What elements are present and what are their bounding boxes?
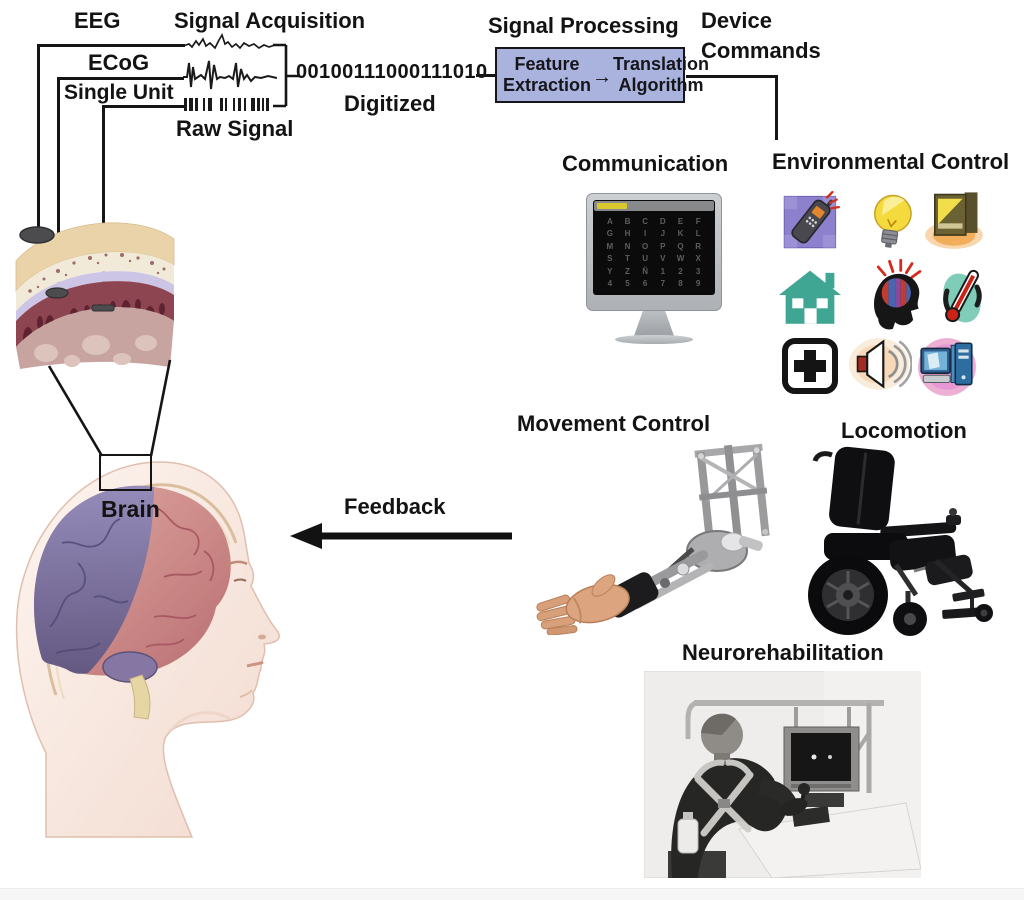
phone-icon bbox=[783, 190, 840, 249]
ecog-electrode bbox=[45, 287, 69, 299]
speller-letter: 3 bbox=[695, 266, 701, 276]
signal-processing-label: Signal Processing bbox=[488, 13, 679, 38]
raw-signal-label: Raw Signal bbox=[176, 116, 294, 141]
house-icon bbox=[779, 270, 841, 324]
speller-letter: I bbox=[644, 229, 647, 239]
speller-letter: T bbox=[625, 254, 630, 264]
monitor-stand bbox=[634, 311, 674, 336]
speller-letter: W bbox=[676, 254, 685, 264]
ecog-waveform bbox=[183, 60, 277, 90]
speller-letter: J bbox=[660, 229, 666, 239]
thermometer-icon bbox=[943, 269, 982, 323]
speller-letter: G bbox=[606, 229, 613, 239]
monitor-base bbox=[615, 335, 693, 344]
prosthetic-arm-image bbox=[536, 443, 770, 635]
head-brain-icon bbox=[873, 258, 922, 330]
ecog-wire-vertical bbox=[57, 77, 60, 290]
environmental-control-label: Environmental Control bbox=[772, 149, 1010, 174]
ecog-label: ECoG bbox=[88, 50, 150, 75]
single-unit-wire-vertical bbox=[102, 105, 105, 307]
neurorehabilitation-label: Neurorehabilitation bbox=[682, 640, 884, 665]
communication-label: Communication bbox=[562, 151, 729, 176]
locomotion-label: Locomotion bbox=[841, 418, 967, 443]
speaker-icon bbox=[849, 338, 912, 390]
speller-letter: 8 bbox=[678, 279, 683, 289]
eeg-wire-vertical bbox=[37, 44, 40, 233]
brain-label: Brain bbox=[101, 496, 160, 522]
speller-letter: Ñ bbox=[642, 266, 649, 276]
speller-letter: 9 bbox=[695, 279, 701, 289]
traces-bracket bbox=[273, 43, 299, 108]
ecog-wire-horizontal bbox=[57, 77, 184, 80]
speller-letter: 2 bbox=[678, 266, 683, 276]
speller-letter: F bbox=[695, 216, 701, 226]
single-unit-wire-horizontal bbox=[102, 105, 184, 108]
speller-status-bar bbox=[594, 201, 714, 211]
speller-letter: K bbox=[677, 229, 684, 239]
digitized-bits: 00100111000111010 bbox=[296, 61, 488, 83]
feedback-label: Feedback bbox=[344, 494, 446, 519]
eeg-electrode bbox=[19, 226, 55, 244]
speller-letter: M bbox=[606, 241, 614, 251]
box-output-vertical bbox=[775, 75, 778, 140]
speller-letter: P bbox=[660, 241, 666, 251]
speller-letter: C bbox=[642, 216, 649, 226]
single-unit-electrode bbox=[91, 304, 115, 312]
speller-letter: 4 bbox=[607, 279, 613, 289]
digitized-label: Digitized bbox=[344, 91, 436, 116]
speller-letter: 7 bbox=[660, 279, 666, 289]
wheelchair-image bbox=[808, 446, 993, 636]
speller-letter: R bbox=[695, 241, 702, 251]
signal-acquisition-label: Signal Acquisition bbox=[174, 8, 366, 33]
head-profile-illustration bbox=[15, 461, 280, 838]
movement-control-label: Movement Control bbox=[517, 411, 711, 436]
tv-light-icon bbox=[925, 192, 983, 249]
speller-letter: Z bbox=[625, 266, 630, 276]
single-unit-raster bbox=[184, 98, 269, 111]
speller-letter: 1 bbox=[660, 266, 666, 276]
inset-funnel-lines bbox=[47, 359, 172, 457]
feedback-arrow bbox=[290, 523, 512, 549]
speller-letter: V bbox=[660, 254, 666, 264]
speller-letter: U bbox=[642, 254, 649, 264]
processing-arrow-icon: → bbox=[592, 65, 613, 88]
speller-letter: 6 bbox=[642, 279, 648, 289]
eeg-label: EEG bbox=[74, 8, 121, 33]
speller-letter: A bbox=[606, 216, 613, 226]
speller-status-text bbox=[597, 203, 627, 209]
speller-letter: B bbox=[624, 216, 631, 226]
single-unit-label: Single Unit bbox=[64, 81, 174, 104]
speller-letter: Y bbox=[607, 266, 613, 276]
eeg-waveform bbox=[183, 32, 275, 50]
speller-letter: N bbox=[624, 241, 631, 251]
speller-letter: Q bbox=[677, 241, 684, 251]
speller-letter: S bbox=[607, 254, 613, 264]
speller-letter: L bbox=[695, 229, 701, 239]
speller-letter: D bbox=[659, 216, 666, 226]
speller-letter: 5 bbox=[625, 279, 630, 289]
cortex-cross-section bbox=[15, 222, 175, 369]
speller-letter: O bbox=[642, 241, 649, 251]
computer-icon bbox=[918, 338, 976, 396]
brain-inset-rectangle bbox=[99, 454, 152, 491]
speller-letter: E bbox=[677, 216, 684, 226]
box-output-horizontal bbox=[686, 75, 778, 78]
eeg-wire-horizontal bbox=[37, 44, 185, 47]
speller-letter: X bbox=[695, 254, 701, 264]
bottom-page-band bbox=[0, 888, 1024, 900]
bits-to-box-line bbox=[476, 74, 495, 77]
medical-plus-icon bbox=[782, 338, 838, 394]
lightbulb-icon bbox=[873, 194, 912, 248]
speller-letter: H bbox=[624, 229, 631, 239]
rehab-photo bbox=[644, 671, 921, 878]
